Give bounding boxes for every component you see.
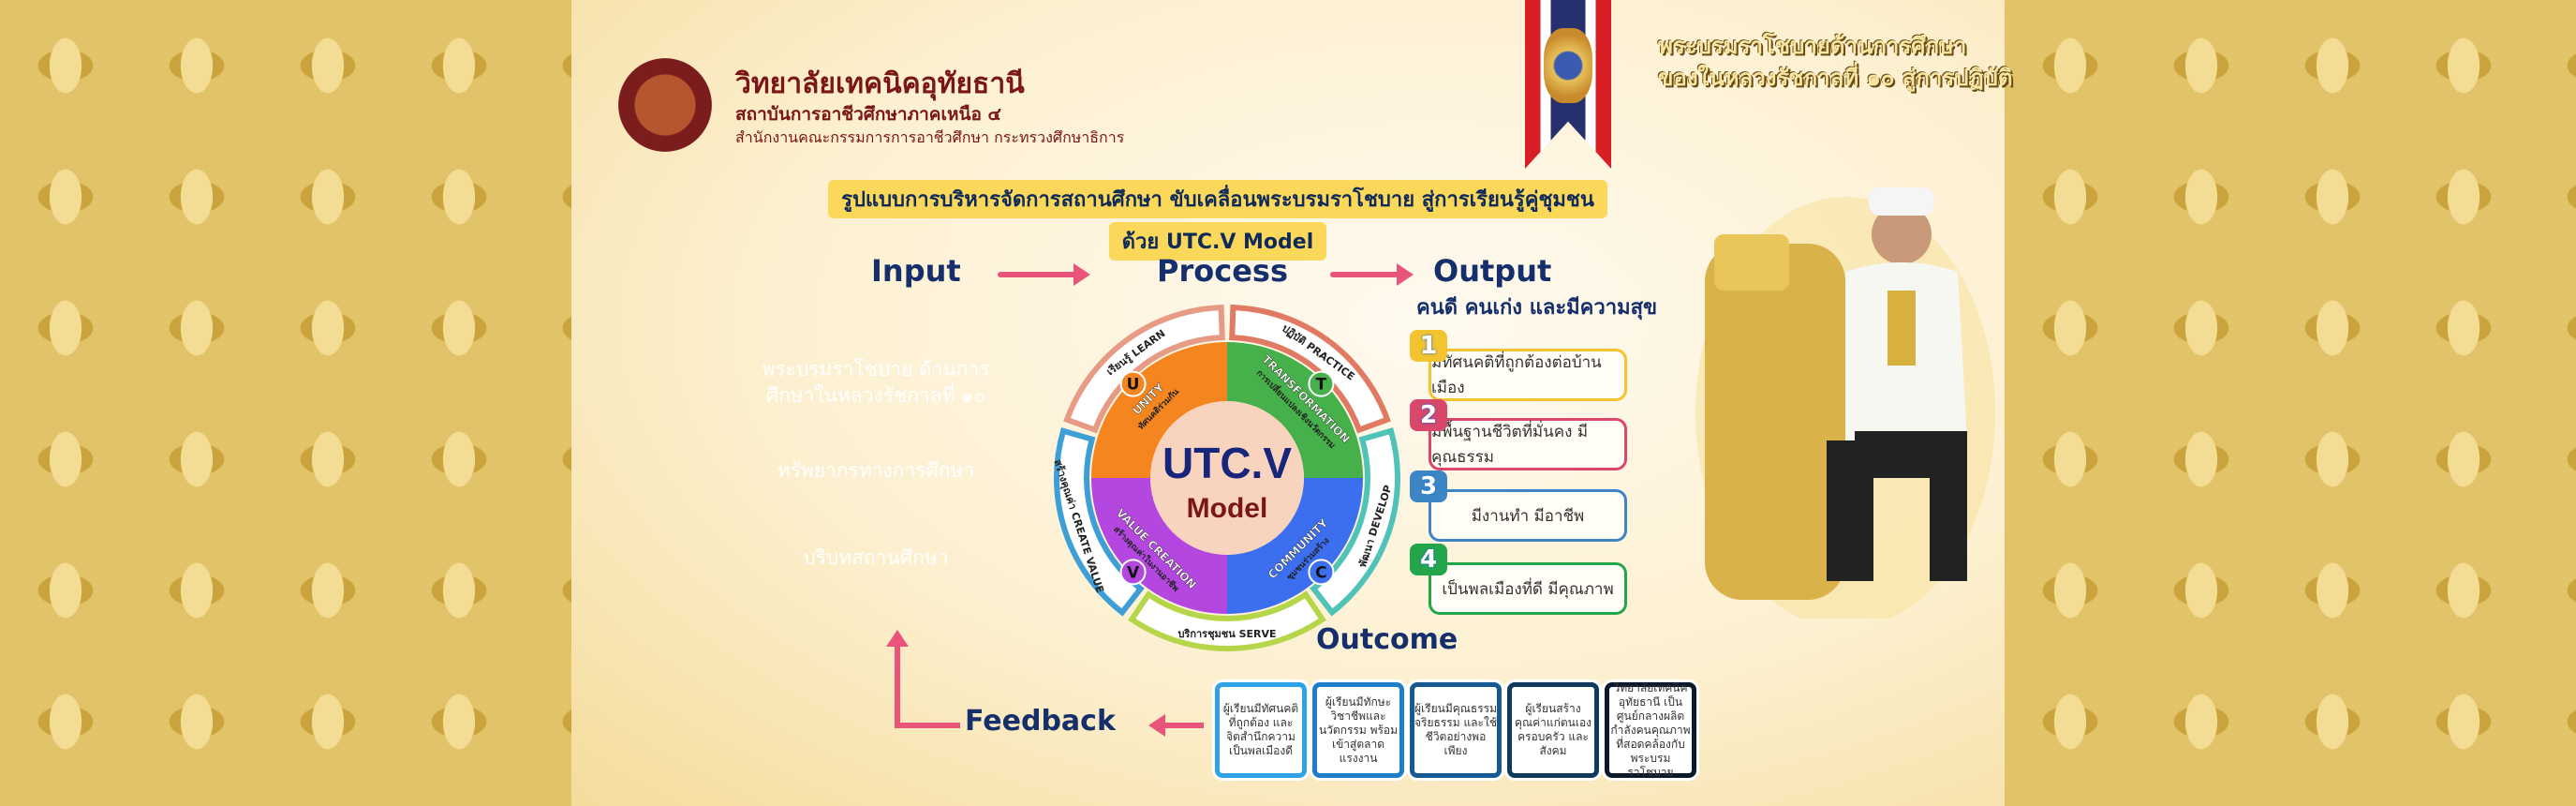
wheel-center-subtitle: Model bbox=[1187, 493, 1268, 524]
left-pattern bbox=[0, 0, 571, 806]
ring-segment bbox=[1054, 427, 1145, 617]
output-number-badge: 3 bbox=[1410, 470, 1447, 502]
input-heading: Input bbox=[871, 253, 961, 289]
output-number-badge: 1 bbox=[1410, 330, 1447, 362]
wheel-center bbox=[1150, 401, 1304, 555]
outcome-item: ผู้เรียนมีทัศนคติที่ถูกต้อง และจิตสำนึกค… bbox=[1215, 682, 1307, 778]
quadrant-letter: V bbox=[1127, 563, 1140, 582]
right-pattern bbox=[2005, 0, 2576, 806]
royal-emblem-icon bbox=[1544, 28, 1592, 103]
ring-label: บริการชุมชน SERVE bbox=[1177, 628, 1276, 641]
input-item: พระบรมราโชบาย ด้านการศึกษาในหลวงรัชกาลที… bbox=[762, 358, 990, 407]
office-name: สำนักงานคณะกรรมการการอาชีวศึกษา กระทรวงศ… bbox=[735, 128, 1125, 146]
output-item: มีพื้นฐานชีวิตที่มั่นคง มีคุณธรรม bbox=[1429, 418, 1627, 470]
output-item: เป็นพลเมืองที่ดี มีคุณภาพ bbox=[1429, 562, 1627, 615]
quadrant-letter: U bbox=[1127, 376, 1140, 395]
quadrant-letter-badge bbox=[1119, 559, 1147, 586]
output-number-badge: 4 bbox=[1410, 544, 1447, 575]
input-item: ทรัพยากรทางการศึกษา bbox=[777, 459, 975, 482]
quadrant-letter-badge bbox=[1308, 370, 1335, 397]
wheel-center-title: UTC.V bbox=[1162, 439, 1292, 487]
ring-segment bbox=[1229, 305, 1391, 434]
king-policy-title: พระบรมราโชบายด้านการศึกษาของในหลวงรัชกาล… bbox=[1658, 33, 2013, 91]
king-portrait bbox=[1695, 187, 1995, 619]
college-name: วิทยาลัยเทคนิคอุทัยธานี bbox=[735, 67, 1025, 100]
output-item: มีทัศนคติที่ถูกต้องต่อบ้านเมือง bbox=[1429, 349, 1627, 401]
page-title: รูปแบบการบริหารจัดการสถานศึกษา ขับเคลื่อ… bbox=[777, 180, 1658, 264]
feedback-arrow-up-icon bbox=[895, 637, 900, 726]
quadrant-unity bbox=[1091, 342, 1227, 478]
quadrant-letter: C bbox=[1315, 563, 1326, 582]
feedback-line bbox=[895, 723, 960, 728]
quadrant-letter-badge bbox=[1119, 370, 1147, 397]
arrow-right-icon bbox=[1330, 263, 1414, 286]
ring-segment bbox=[1310, 427, 1400, 617]
quadrant-letter-badge bbox=[1308, 559, 1335, 586]
output-number-badge: 2 bbox=[1410, 399, 1447, 431]
input-item: บริบทสถานศึกษา bbox=[803, 546, 949, 569]
output-item: มีงานทำ มีอาชีพ bbox=[1429, 489, 1627, 542]
outcome-item: ผู้เรียนมีทักษะวิชาชีพและนวัตกรรม พร้อมเ… bbox=[1312, 682, 1404, 778]
arrowhead-icon bbox=[886, 630, 909, 647]
outcome-heading: Outcome bbox=[1316, 623, 1458, 656]
feedback-line bbox=[1162, 723, 1204, 728]
quadrant-letter: T bbox=[1316, 376, 1327, 395]
outcome-item: ผู้เรียนสร้างคุณค่าแก่ตนเอง ครอบครัว และ… bbox=[1507, 682, 1599, 778]
feedback-heading: Feedback bbox=[965, 705, 1116, 738]
ring-segment bbox=[1063, 305, 1225, 434]
quadrant-community bbox=[1227, 478, 1363, 614]
output-subtitle: คนดี คนเก่ง และมีความสุข bbox=[1416, 296, 1658, 320]
institute-name: สถาบันการอาชีวศึกษาภาคเหนือ ๔ bbox=[735, 104, 1001, 125]
process-heading: Process bbox=[1157, 253, 1288, 289]
arrow-left-icon bbox=[1148, 714, 1165, 737]
outcome-item: วิทยาลัยเทคนิคอุทัยธานี เป็นศูนย์กลางผลิ… bbox=[1605, 681, 1696, 779]
arrow-right-icon bbox=[998, 263, 1090, 286]
outcome-item: ผู้เรียนมีคุณธรรม จริยธรรม และใช้ชีวิตอย… bbox=[1410, 682, 1502, 778]
output-heading: Output bbox=[1433, 253, 1552, 289]
ring-segment bbox=[1128, 590, 1326, 651]
college-logo bbox=[618, 58, 712, 152]
quadrant-transformation bbox=[1227, 342, 1363, 478]
quadrant-value-creation bbox=[1091, 478, 1227, 614]
